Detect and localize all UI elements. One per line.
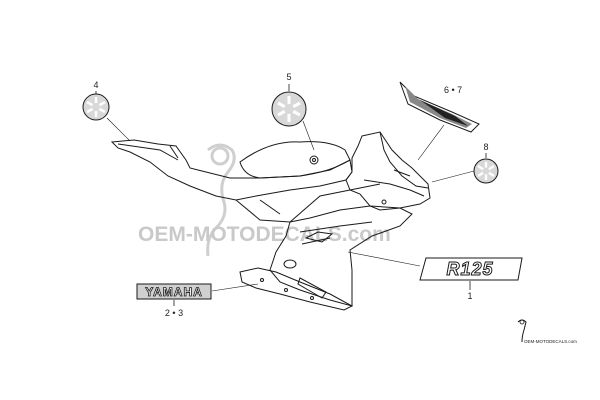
watermark-logo-head [210, 146, 230, 166]
yamaha-decal-2-3: YAMAHA [136, 283, 212, 300]
callout-8: 8 [483, 142, 488, 152]
emblem-decal-5 [271, 91, 307, 127]
watermark: OEM-MOTODECALS.com [138, 143, 391, 257]
callout-4: 4 [93, 80, 98, 90]
callout-2-3: 2 • 3 [165, 308, 183, 318]
r125-decal-1: R125 [419, 257, 523, 281]
yamaha-decal-text: YAMAHA [145, 285, 203, 299]
frame-side [235, 183, 381, 223]
callout-6-7: 6 • 7 [444, 85, 462, 95]
emblem-decal-8 [473, 158, 499, 184]
front-fairing [345, 131, 431, 211]
r125-decal-text: R125 [446, 259, 493, 279]
callout-1: 1 [467, 291, 472, 301]
stripe-decal-6-7 [399, 81, 480, 133]
under-cowl [239, 267, 354, 311]
small-watermark: OEM-MOTODECALS.com [517, 319, 577, 344]
small-watermark-text: OEM-MOTODECALS.com [524, 339, 577, 344]
motorcycle-fairing-drawing [110, 131, 431, 311]
fuel-tank [239, 141, 351, 179]
callout-5: 5 [286, 72, 291, 82]
emblem-decal-4 [82, 93, 110, 121]
watermark-logo-figure [206, 143, 236, 257]
watermark-text: OEM-MOTODECALS.com [138, 223, 391, 246]
lower-side-fairing [269, 205, 413, 307]
